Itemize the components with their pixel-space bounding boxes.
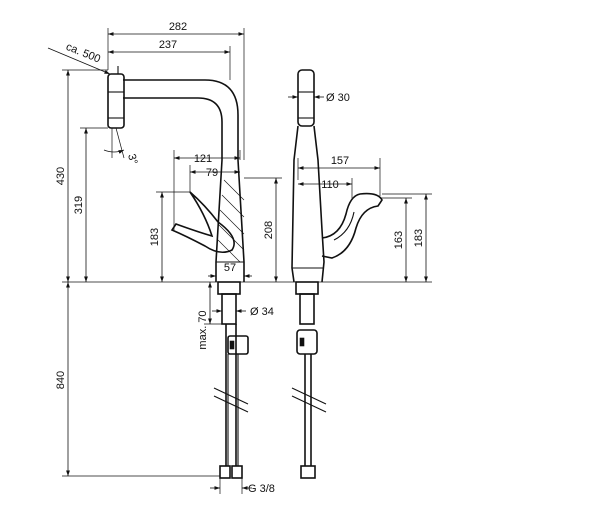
dim-163: 163 <box>393 231 405 249</box>
dim-237: 237 <box>159 39 177 51</box>
dim-430: 430 <box>55 167 67 185</box>
front-view <box>107 66 249 479</box>
dim-diameter-shank: Ø 34 <box>250 306 274 318</box>
dim-79: 79 <box>206 167 218 179</box>
side-view <box>291 69 383 479</box>
dim-121: 121 <box>194 153 212 165</box>
break-marks-front <box>213 387 249 413</box>
dim-183-right: 183 <box>413 229 425 247</box>
dim-spray-angle: 3° <box>125 153 139 166</box>
side-fitting <box>296 329 318 355</box>
spray-head <box>107 73 125 129</box>
dim-208: 208 <box>263 221 275 239</box>
dim-183-left: 183 <box>149 228 161 246</box>
connector-left <box>219 465 231 479</box>
dim-157: 157 <box>331 155 349 167</box>
spout-outline <box>123 79 239 160</box>
dim-max-worktop: max. 70 <box>197 310 209 349</box>
side-shank <box>295 281 319 295</box>
connector-right <box>231 465 243 479</box>
dim-110: 110 <box>321 179 339 191</box>
dim-57: 57 <box>224 262 236 274</box>
dim-282: 282 <box>169 21 187 33</box>
dim-pull-out: ca. 500 <box>64 41 102 66</box>
side-body <box>291 125 325 283</box>
dim-diameter-head: Ø 30 <box>326 92 350 104</box>
dim-connection: G 3/8 <box>248 483 275 495</box>
dimension-labels: 282 237 ca. 500 3° 430 319 121 79 183 20… <box>55 21 425 495</box>
break-marks-side <box>291 387 327 413</box>
dim-319: 319 <box>73 196 85 214</box>
dimension-lines <box>47 28 432 494</box>
side-connector <box>300 465 316 479</box>
lever-outline <box>170 191 235 254</box>
shank <box>217 281 241 295</box>
side-lever <box>321 192 383 259</box>
dim-840: 840 <box>55 371 67 389</box>
